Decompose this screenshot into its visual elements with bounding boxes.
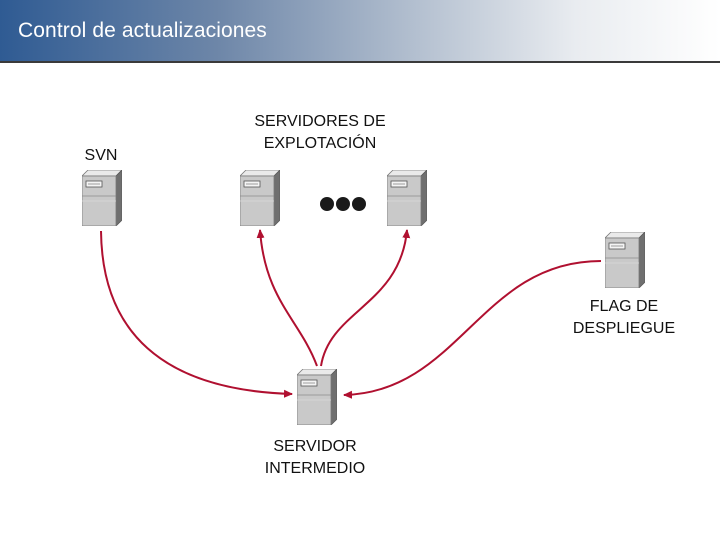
deploy-flag-server-icon bbox=[605, 232, 645, 288]
arrow-intermediate-to-server-1 bbox=[256, 229, 318, 367]
production-servers-label: SERVIDORES DE EXPLOTACIÓN bbox=[230, 111, 410, 155]
production-server-2-icon bbox=[387, 170, 427, 226]
page-title: Control de actualizaciones bbox=[18, 19, 267, 42]
intermediate-server-label: SERVIDOR INTERMEDIO bbox=[240, 436, 390, 480]
svn-label: SVN bbox=[84, 147, 118, 164]
deploy-flag-label-line2: DESPLIEGUE bbox=[572, 320, 676, 337]
intermediate-server-label-line1: SERVIDOR bbox=[273, 438, 357, 455]
svn-server-icon bbox=[82, 170, 122, 226]
ellipsis-icon bbox=[320, 197, 366, 211]
intermediate-server-label-line2: INTERMEDIO bbox=[264, 460, 366, 477]
intermediate-server-icon bbox=[297, 369, 337, 425]
arrow-flag-to-intermediate bbox=[343, 260, 602, 399]
arrow-svn-to-intermediate bbox=[100, 230, 293, 398]
title-bar: Control de actualizaciones bbox=[0, 0, 720, 63]
production-server-1-icon bbox=[240, 170, 280, 226]
production-servers-label-line2: EXPLOTACIÓN bbox=[263, 135, 377, 152]
production-servers-label-line1: SERVIDORES DE bbox=[254, 113, 386, 130]
arrow-intermediate-to-server-2 bbox=[320, 229, 411, 367]
deploy-flag-label-line1: FLAG DE bbox=[589, 298, 659, 315]
deploy-flag-label: FLAG DE DESPLIEGUE bbox=[550, 296, 698, 340]
